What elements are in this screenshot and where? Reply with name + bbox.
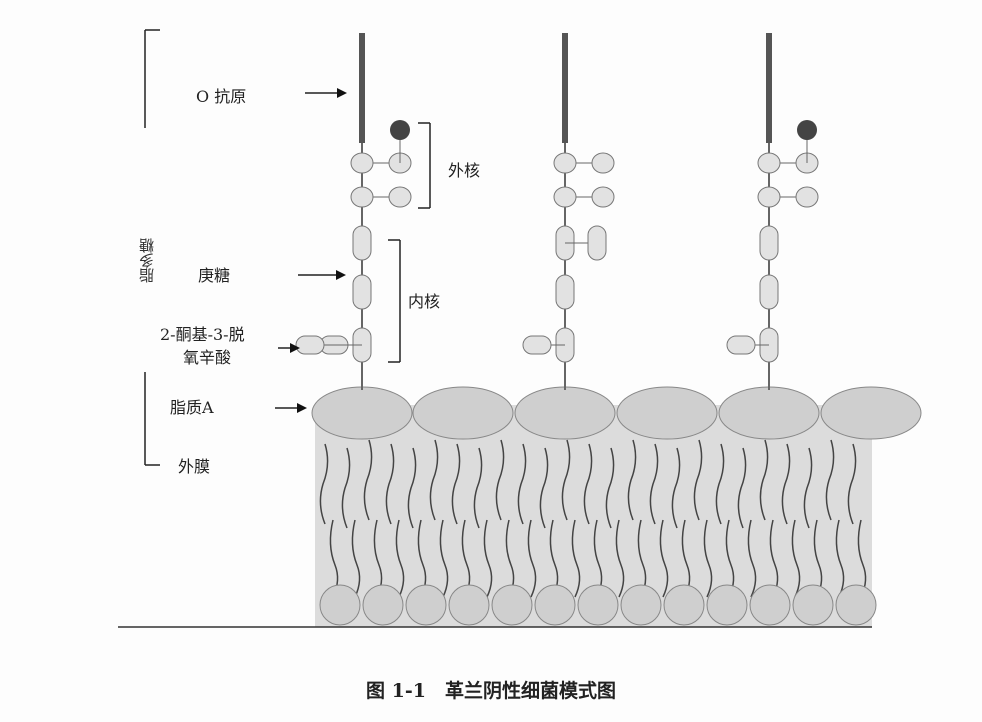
label-heptose: 庚糖 — [198, 266, 231, 285]
sugar-unit — [795, 186, 819, 208]
sugar-unit — [591, 152, 615, 174]
lipid-tail-lower — [571, 519, 581, 598]
lipid-tail-upper — [693, 439, 703, 521]
label-lps: 脂多糖 — [138, 238, 156, 283]
lipid-tail-upper — [539, 447, 549, 529]
lipid-tail-upper — [649, 443, 659, 525]
heptose-kdo-unit — [759, 225, 779, 261]
lipid-tail-lower — [351, 519, 361, 598]
phospholipid-head — [620, 584, 662, 626]
heptose-kdo-unit — [759, 274, 779, 310]
label-o-antigen: O 抗原 — [196, 87, 247, 106]
sugar-unit — [350, 186, 374, 208]
lipid-tail-upper — [583, 443, 593, 525]
lipid-tail-upper — [385, 443, 395, 525]
lipid-tail-upper — [737, 447, 747, 529]
lipid-tail-upper — [429, 439, 439, 521]
lipid-tail-lower — [395, 519, 405, 598]
arrow-head — [297, 403, 307, 413]
sugar-unit — [757, 186, 781, 208]
sugar-unit — [388, 186, 412, 208]
lipid-a-head — [412, 386, 514, 440]
figure-caption: 图 1-1 革兰阴性细菌模式图 — [366, 680, 616, 702]
sugar-unit — [553, 186, 577, 208]
label-outer-core: 外核 — [448, 161, 481, 180]
heptose-kdo-unit — [587, 225, 607, 261]
lipid-a-head — [718, 386, 820, 440]
lipid-tail-upper — [495, 439, 505, 521]
lipid-tail-lower — [483, 519, 493, 598]
phospholipid-head — [362, 584, 404, 626]
lipid-tail-lower — [703, 519, 713, 598]
lipid-a-head — [616, 386, 718, 440]
phospholipid-head — [749, 584, 791, 626]
heptose-kdo-unit — [522, 335, 552, 355]
arrow-head — [336, 270, 346, 280]
lipid-a-head — [514, 386, 616, 440]
o-antigen-rod — [359, 33, 365, 143]
arrow-head — [290, 343, 300, 353]
lipid-tail-upper — [341, 447, 351, 529]
lipid-tail-lower — [439, 519, 449, 598]
sugar-unit — [350, 152, 374, 174]
lipid-tail-lower — [791, 519, 801, 598]
lipid-a-head — [311, 386, 413, 440]
heptose-kdo-unit — [295, 335, 325, 355]
sugar-unit — [553, 152, 577, 174]
heptose-kdo-unit — [352, 225, 372, 261]
arrow-head — [337, 88, 347, 98]
label-kdo-1: 2-酮基-3-脱 — [160, 325, 245, 344]
phospholipid-head — [534, 584, 576, 626]
lipid-tail-upper — [759, 439, 769, 521]
phospholipid-head — [491, 584, 533, 626]
lipid-tail-lower — [747, 519, 757, 598]
lipid-tail-upper — [825, 439, 835, 521]
label-lipid-a: 脂质A — [170, 398, 214, 417]
heptose-kdo-unit — [352, 274, 372, 310]
lipid-tail-upper — [473, 447, 483, 529]
lipid-tail-lower — [527, 519, 537, 598]
phospholipid-head — [663, 584, 705, 626]
phospholipid-head — [319, 584, 361, 626]
lipid-tail-upper — [627, 439, 637, 521]
lipid-tail-lower — [615, 519, 625, 598]
lipid-tail-upper — [781, 443, 791, 525]
lipid-tail-upper — [517, 443, 527, 525]
phospholipid-head — [792, 584, 834, 626]
lipid-tail-upper — [407, 447, 417, 529]
phospholipid-head — [835, 584, 877, 626]
lipid-tail-upper — [319, 443, 329, 525]
lipid-tail-upper — [451, 443, 461, 525]
phospholipid-head — [405, 584, 447, 626]
label-inner-core: 内核 — [408, 292, 441, 311]
phospholipid-head — [448, 584, 490, 626]
dark-sugar — [390, 120, 410, 140]
phospholipid-head — [706, 584, 748, 626]
lipid-tail-lower — [835, 519, 845, 598]
phospholipid-head — [577, 584, 619, 626]
lipid-a-head — [820, 386, 922, 440]
label-kdo-2: 氧辛酸 — [183, 348, 232, 367]
label-outer-membrane: 外膜 — [178, 457, 211, 476]
lipid-tail-upper — [605, 447, 615, 529]
sugar-unit — [591, 186, 615, 208]
lipid-tail-upper — [671, 447, 681, 529]
o-antigen-rod — [562, 33, 568, 143]
heptose-kdo-unit — [555, 274, 575, 310]
lipid-tail-upper — [715, 443, 725, 525]
lipid-tail-upper — [363, 439, 373, 521]
lipid-tail-upper — [561, 439, 571, 521]
dark-sugar — [797, 120, 817, 140]
heptose-kdo-unit — [726, 335, 756, 355]
lipid-tail-upper — [803, 447, 813, 529]
o-antigen-rod — [766, 33, 772, 143]
sugar-unit — [757, 152, 781, 174]
lipid-tail-upper — [847, 443, 857, 525]
lipid-tail-lower — [659, 519, 669, 598]
